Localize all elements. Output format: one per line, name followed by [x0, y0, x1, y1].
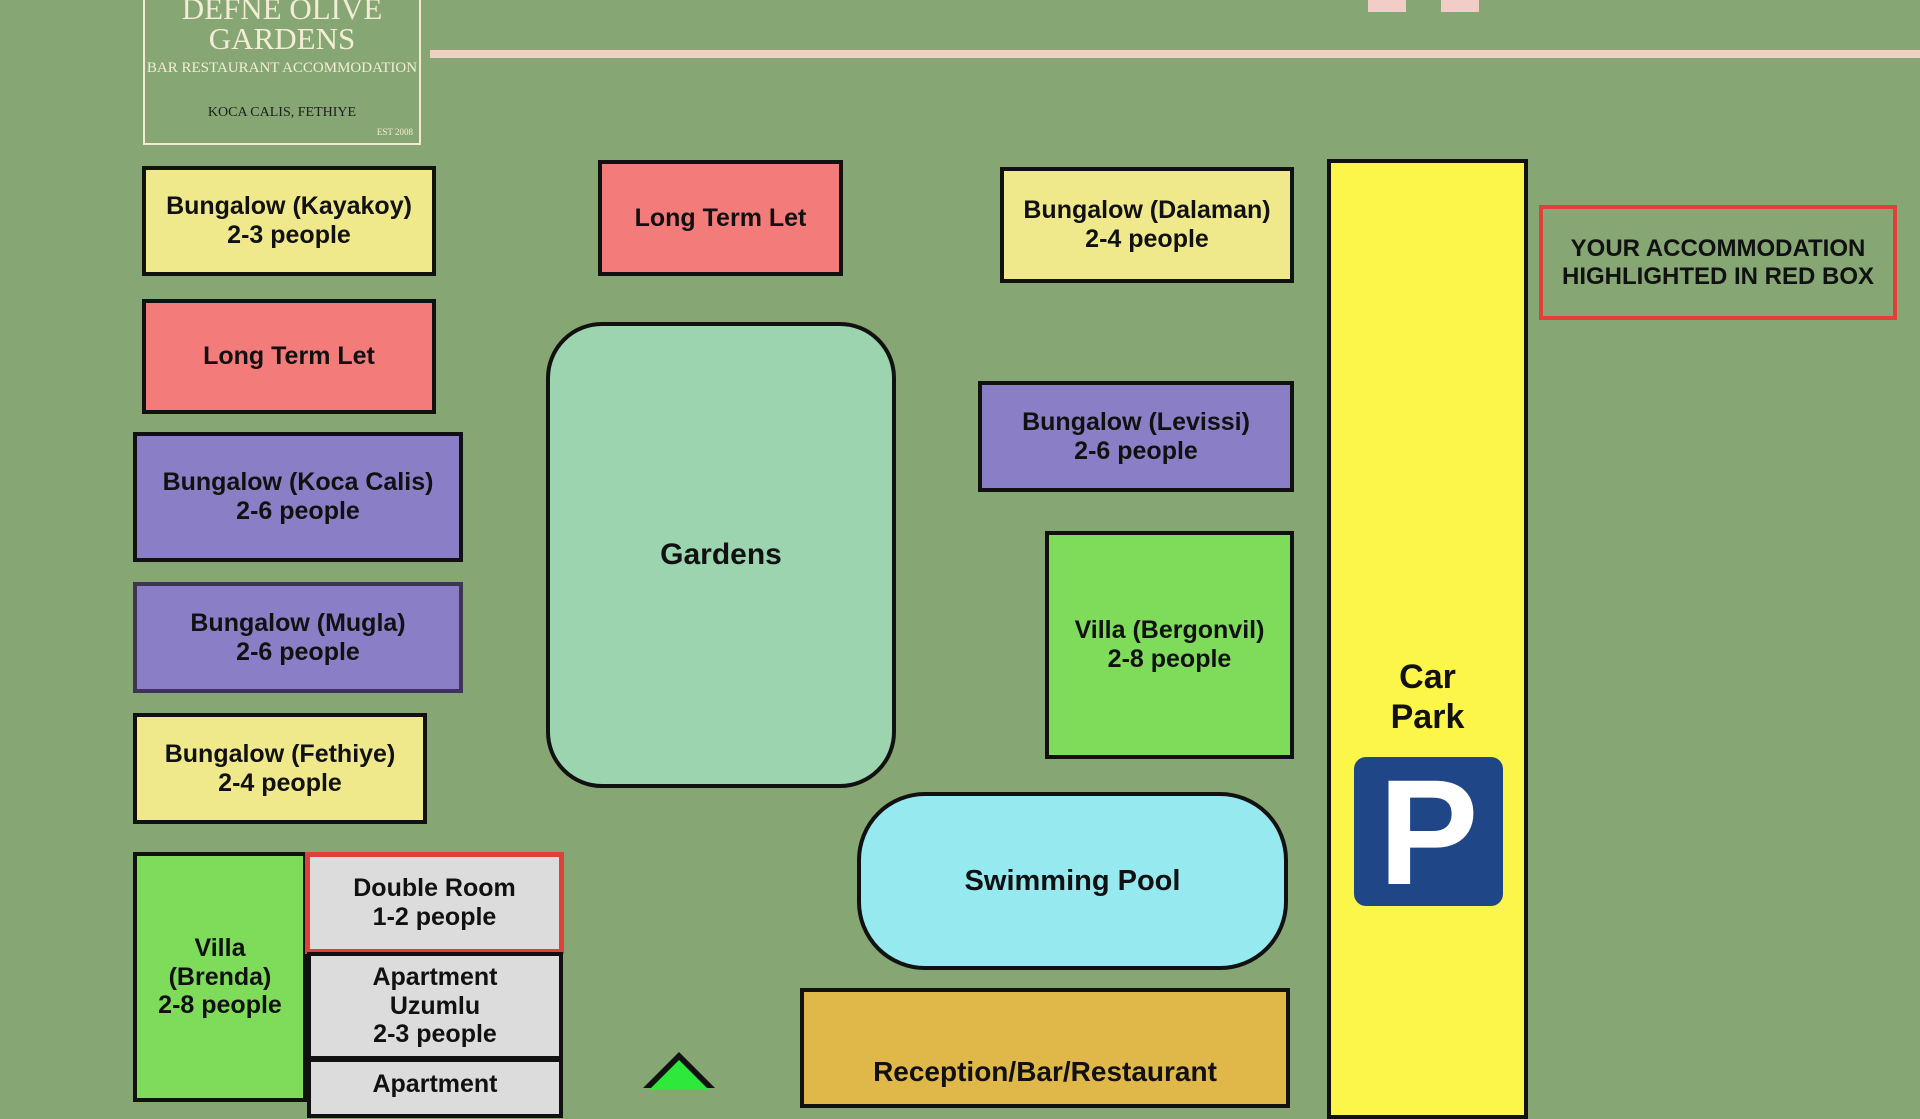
- logo-location: KOCA CALIS, FETHIYE: [207, 105, 357, 120]
- plot-name: Long Term Let: [634, 203, 807, 232]
- highlight-note-text: YOUR ACCOMMODATION HIGHLIGHTED IN RED BO…: [1561, 234, 1874, 290]
- plot-name: Apartment: [372, 1070, 498, 1098]
- plot-capacity: 2-3 people: [373, 1020, 497, 1049]
- reception-area[interactable]: Reception/Bar/Restaurant: [800, 988, 1290, 1108]
- plot-name: Bungalow (Fethiye): [164, 739, 396, 768]
- swimming-pool-area[interactable]: Swimming Pool: [857, 792, 1288, 970]
- plot-name: Double Room: [353, 874, 516, 903]
- parking-symbol: P: [1378, 748, 1479, 916]
- plot-capacity: 2-3 people: [227, 221, 351, 249]
- reception-label: Reception/Bar/Restaurant: [873, 1056, 1217, 1087]
- logo-line-2: GARDENS: [208, 21, 356, 56]
- gardens-area[interactable]: Gardens: [546, 322, 896, 788]
- plot-fethiye[interactable]: Bungalow (Fethiye) 2-4 people: [133, 713, 427, 824]
- plot-apartment-partial[interactable]: Apartment: [307, 1058, 563, 1118]
- plot-name: Bungalow (Levissi): [1022, 407, 1250, 436]
- car-park-text: Car Park: [1390, 658, 1465, 736]
- plot-levissi[interactable]: Bungalow (Levissi) 2-6 people: [978, 381, 1294, 492]
- entrance-marker-fill: [649, 1060, 709, 1090]
- plot-mugla[interactable]: Bungalow (Mugla) 2-6 people: [133, 582, 463, 693]
- parking-icon: P: [1354, 757, 1503, 907]
- plot-capacity: 2-4 people: [1085, 225, 1209, 253]
- plot-long-term-let-top[interactable]: Long Term Let: [598, 160, 843, 276]
- logo: DEFNE OLIVE GARDENS BAR RESTAURANT ACCOM…: [143, 0, 421, 145]
- plot-long-term-let-left[interactable]: Long Term Let: [142, 299, 436, 414]
- road-mark: [1441, 0, 1479, 12]
- plot-koca-calis[interactable]: Bungalow (Koca Calis) 2-6 people: [133, 432, 463, 562]
- plot-name: Bungalow (Mugla): [190, 608, 406, 637]
- plot-villa-brenda[interactable]: Villa (Brenda) 2-8 people: [133, 852, 307, 1102]
- plot-name: Villa (Brenda): [168, 933, 272, 991]
- plot-name: Bungalow (Dalaman): [1023, 196, 1271, 225]
- plot-name: Bungalow (Kayakoy): [166, 192, 412, 221]
- plot-capacity: 2-6 people: [236, 497, 360, 525]
- logo-tagline: BAR RESTAURANT ACCOMMODATION: [146, 60, 418, 76]
- plot-name: Apartment Uzumlu: [372, 962, 498, 1020]
- plot-double-room[interactable]: Double Room 1-2 people: [305, 852, 564, 954]
- car-park-label: Car Park: [1331, 657, 1524, 737]
- plot-capacity: 2-8 people: [1107, 645, 1232, 673]
- plot-capacity: 2-6 people: [236, 637, 360, 666]
- plot-dalaman[interactable]: Bungalow (Dalaman) 2-4 people: [1000, 167, 1294, 283]
- plot-capacity: 2-4 people: [218, 768, 342, 797]
- plot-kayakoy[interactable]: Bungalow (Kayakoy) 2-3 people: [142, 166, 436, 276]
- logo-established: EST 2008: [376, 127, 413, 137]
- logo-line-1: DEFNE OLIVE: [181, 0, 383, 26]
- plot-apartment-uzumlu[interactable]: Apartment Uzumlu 2-3 people: [307, 952, 563, 1060]
- gardens-label: Gardens: [660, 538, 782, 571]
- plot-capacity: 2-6 people: [1074, 436, 1198, 465]
- road: [430, 50, 1920, 58]
- plot-capacity: 2-8 people: [158, 991, 282, 1020]
- plot-name: Long Term Let: [203, 342, 375, 371]
- plot-name: Villa (Bergonvil): [1074, 616, 1265, 645]
- plot-name: Bungalow (Koca Calis): [162, 468, 434, 497]
- road-mark: [1368, 0, 1406, 12]
- plot-villa-bergonvil[interactable]: Villa (Bergonvil) 2-8 people: [1045, 531, 1294, 759]
- highlight-note: YOUR ACCOMMODATION HIGHLIGHTED IN RED BO…: [1539, 205, 1897, 320]
- plot-capacity: 1-2 people: [372, 903, 497, 931]
- car-park-area[interactable]: Car Park P: [1327, 159, 1528, 1119]
- pool-label: Swimming Pool: [964, 864, 1181, 897]
